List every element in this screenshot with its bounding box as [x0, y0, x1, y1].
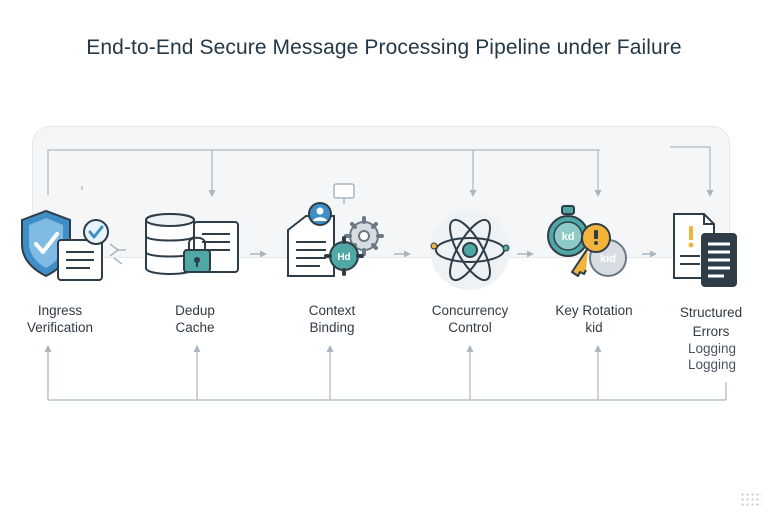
context-badge-text: Hd: [337, 252, 350, 263]
atom-icon: [430, 210, 510, 290]
top-feedback-lines: [47, 146, 714, 197]
diagram-title: End-to-End Secure Message Processing Pip…: [86, 36, 682, 59]
key-badge-left-text: kd: [562, 231, 575, 243]
logging-label: Logging: [687, 357, 737, 372]
shield-document-icon: [21, 209, 126, 281]
stage-label-structured-errors: Structured Errors: [646, 303, 768, 341]
stage-label-context: Context Binding: [267, 302, 397, 336]
stage-label-line1: Concurrency: [431, 303, 509, 318]
stage-label-line1: Key Rotation: [555, 303, 633, 318]
document-gear-icon: Hd: [287, 183, 384, 277]
error-report-icon: [673, 213, 737, 287]
stage-label-line1: Structured: [679, 305, 743, 320]
corner-decoration: [740, 492, 762, 506]
stage-label-line2: kid: [585, 320, 603, 335]
stage-label-concurrency: Concurrency Control: [405, 302, 535, 336]
stage-label-line2: Binding: [309, 320, 355, 335]
logging-label: Logging: [687, 341, 737, 356]
stage-label-line1: Context: [308, 303, 356, 318]
logging-labels: Logging Logging: [647, 341, 768, 373]
key-badge-right-text: kid: [600, 253, 616, 265]
stage-label-line1: Dedup: [175, 303, 215, 318]
stage-label-line1: Ingress: [37, 303, 83, 318]
stage-label-line2: Verification: [26, 320, 94, 335]
key-rotation-icon: kid kd: [547, 205, 627, 277]
bottom-feedback-lines: [44, 345, 727, 401]
database-lock-icon: [145, 213, 239, 275]
stage-label-dedup: Dedup Cache: [130, 302, 260, 336]
stage-label-line2: Cache: [175, 320, 215, 335]
stage-label-line2: Errors: [692, 324, 730, 339]
stage-label-ingress: Ingress Verification: [0, 302, 125, 336]
stage-label-line2: Control: [448, 320, 492, 335]
stage-label-key-rotation: Key Rotation kid: [529, 302, 659, 336]
